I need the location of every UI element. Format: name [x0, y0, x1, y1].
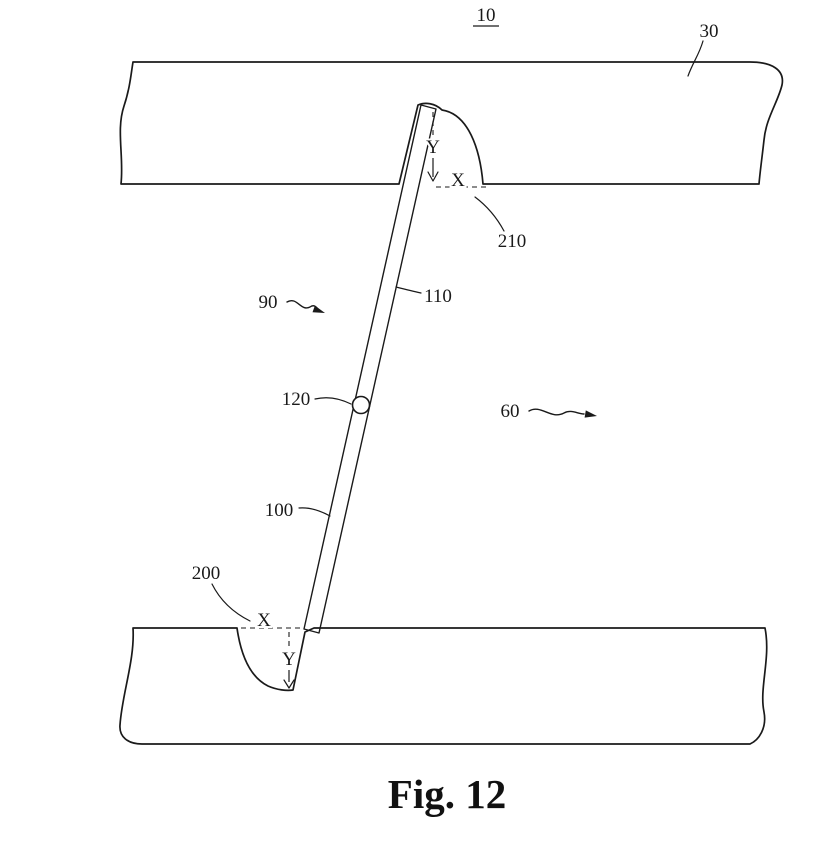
lower-y-arrowhead: [283, 679, 295, 689]
flow-arrow-60-head: [584, 410, 597, 418]
leader-100: [298, 507, 331, 517]
leader-200: [211, 583, 251, 622]
ref-30: 30: [700, 21, 719, 42]
upper-y-arrowhead: [427, 171, 439, 182]
ref-90: 90: [259, 292, 278, 313]
leader-120: [314, 397, 352, 405]
ref-210: 210: [498, 231, 527, 252]
leader-210: [474, 196, 505, 232]
upper-x-mark: X: [451, 170, 465, 191]
upper-wall-section: [119, 61, 784, 185]
ref-110: 110: [424, 286, 452, 307]
flow-arrow-90-head: [312, 305, 325, 313]
leader-30: [687, 40, 704, 77]
figure-caption: Fig. 12: [388, 771, 506, 817]
leader-110: [395, 286, 422, 294]
ref-10: 10: [477, 5, 496, 26]
pivot-circle: [351, 395, 371, 415]
lower-y-mark: Y: [282, 649, 296, 670]
ref-120: 120: [282, 389, 311, 410]
lower-wall-section: [119, 627, 768, 745]
valve-flap: [303, 104, 437, 634]
ref-100: 100: [265, 500, 294, 521]
ref-60: 60: [501, 401, 520, 422]
upper-y-mark: Y: [426, 137, 440, 158]
lower-x-mark: X: [257, 610, 271, 631]
flow-arrow-60-line: [528, 408, 585, 416]
flow-arrow-90-line: [286, 299, 319, 310]
ref-200: 200: [192, 563, 221, 584]
